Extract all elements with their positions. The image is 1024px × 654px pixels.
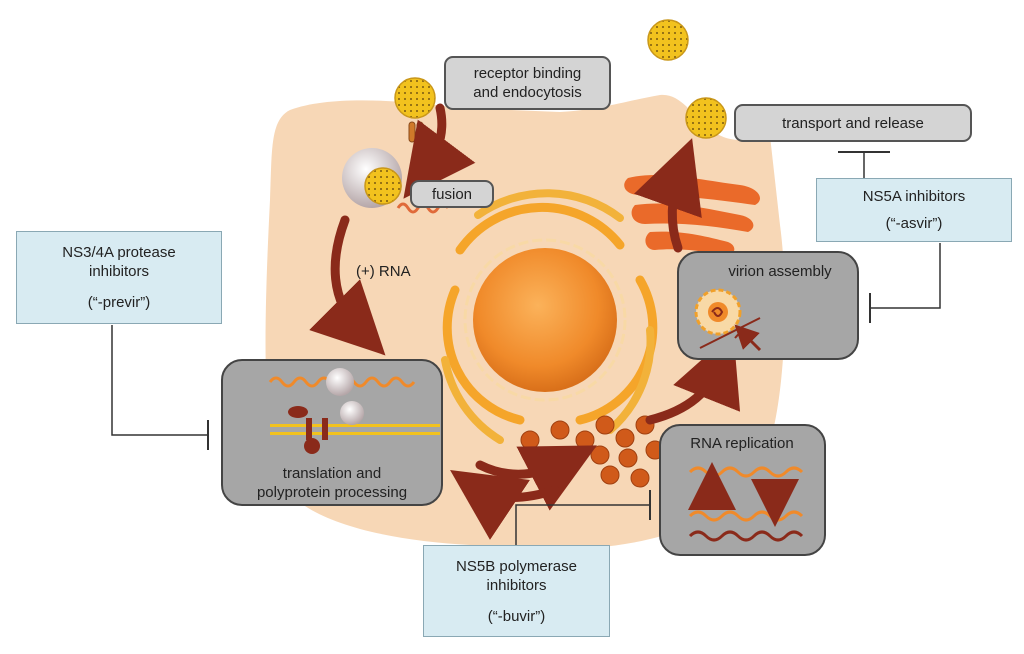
rna-replication-title: RNA replication [690,435,794,452]
ns34a-line2: inhibitors [88,263,150,280]
ns34a-suffix: (“-previr”) [87,294,151,311]
ns5a-suffix: (“-asvir”) [885,215,943,232]
ns5b-suffix: (“-buvir”) [487,607,546,625]
virion-assembly-title: virion assembly [728,263,832,280]
ns5a-inhibitor-box: NS5A inhibitors (“-asvir”) [816,178,1012,242]
receptor-binding-line1: receptor binding [473,65,582,82]
receptor-binding-line2: and endocytosis [473,84,582,101]
inhibitor-connectors [111,151,941,545]
transport-release-label: transport and release [734,104,972,142]
ns5a-line1: NS5A inhibitors [862,188,966,205]
nucleus [473,248,617,392]
flow-arrows [309,103,741,540]
fusion-text: fusion [431,185,473,203]
endoplasmic-reticulum [441,189,658,444]
ns5b-line2: inhibitors [486,576,547,594]
ns34a-inhibitor-box: NS3/4A protease inhibitors (“-previr”) [16,231,222,324]
receptor-binding-label: receptor binding and endocytosis [444,56,611,110]
translation-line2: polyprotein processing [256,484,408,501]
plus-rna-label: (+) RNA [356,263,411,280]
ns5b-inhibitor-box: NS5B polymerase inhibitors (“-buvir”) [423,545,610,637]
fusion-label: fusion [410,180,494,208]
ns34a-line1: NS3/4A protease [62,244,176,261]
transport-release-text: transport and release [782,114,924,132]
translation-title: translation and polyprotein processing [230,464,434,502]
ns5b-line1: NS5B polymerase [456,557,577,575]
translation-line1: translation and [282,465,382,482]
